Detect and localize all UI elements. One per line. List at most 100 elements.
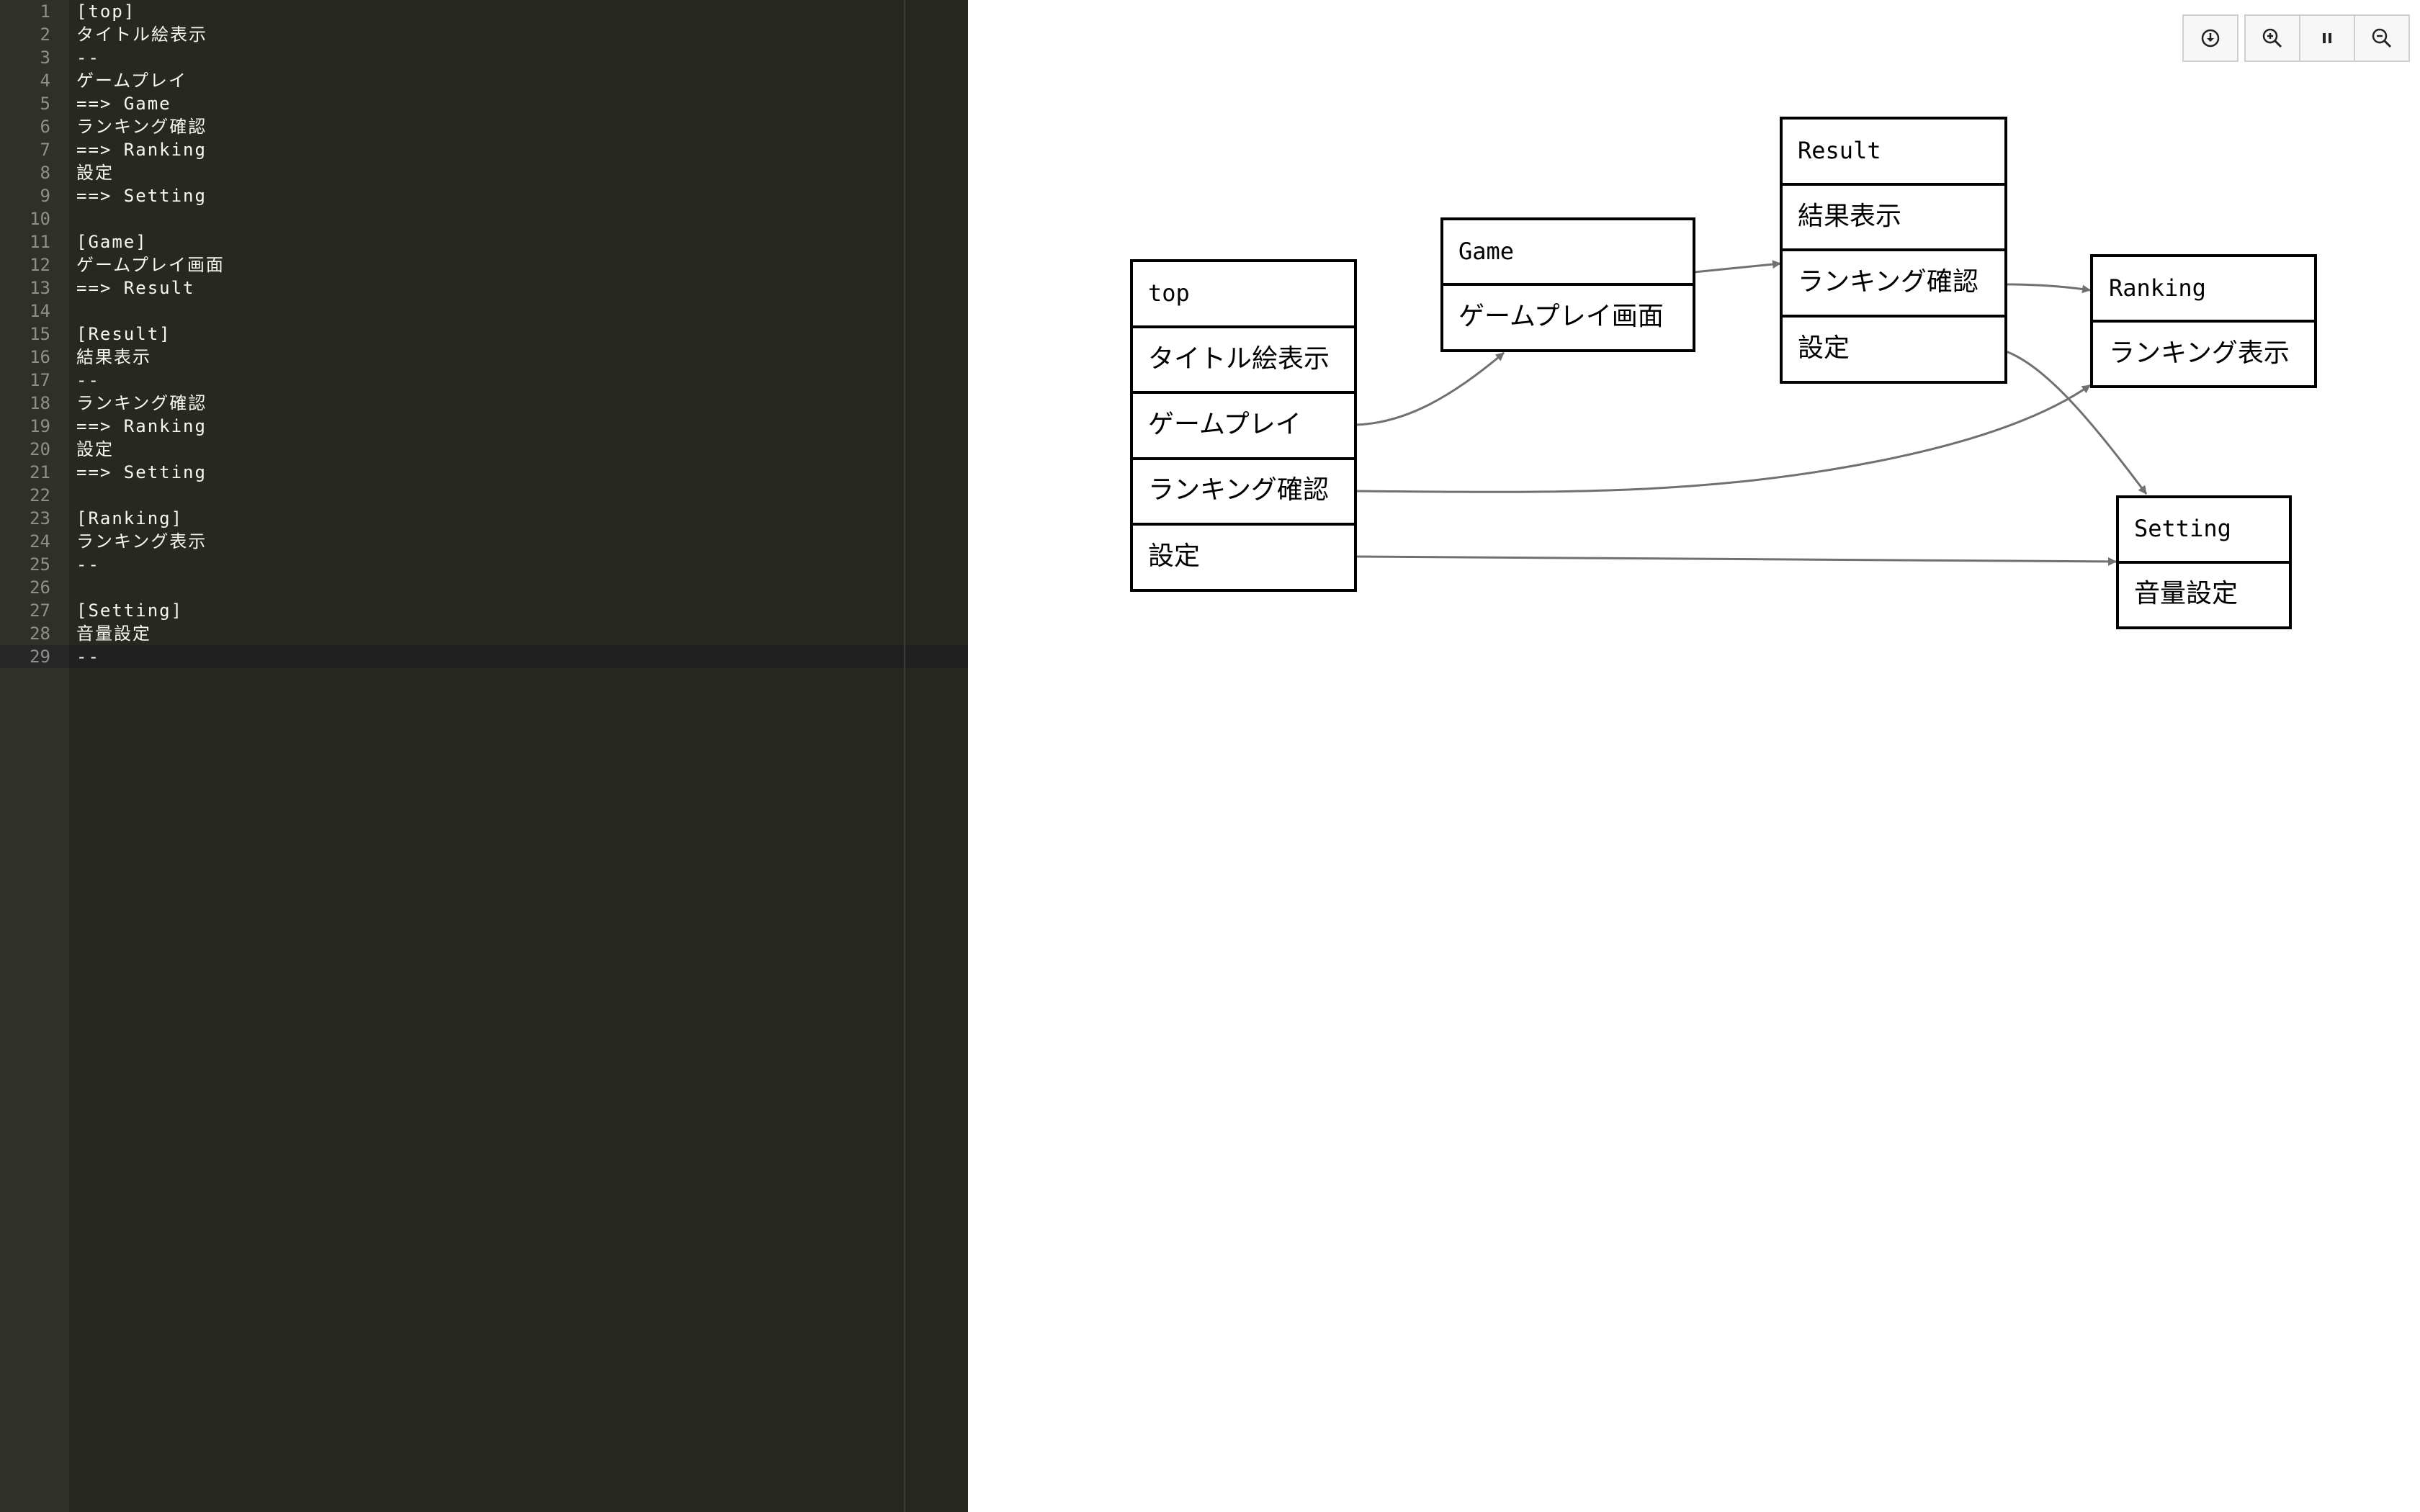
code-line[interactable]: 14 <box>0 300 968 323</box>
code-line[interactable]: 26 <box>0 576 968 599</box>
line-number: 8 <box>40 163 50 183</box>
code-line-text[interactable]: ==> Ranking <box>76 140 207 160</box>
code-line[interactable]: 18 ランキング確認 <box>0 392 968 415</box>
node-top-row: ゲームプレイ <box>1148 410 1301 439</box>
code-line-text[interactable]: 結果表示 <box>76 347 151 367</box>
code-line[interactable]: 16 結果表示 <box>0 346 968 369</box>
print-margin <box>904 0 905 1512</box>
zoom-out-button[interactable] <box>2354 14 2410 62</box>
code-line-text[interactable]: [top] <box>76 1 136 22</box>
node-result[interactable]: Result 結果表示 ランキング確認 設定 <box>1780 117 2007 384</box>
code-line[interactable]: 3-- <box>0 46 968 69</box>
download-button[interactable] <box>2182 14 2238 62</box>
edge-game-to-result <box>1693 260 1781 274</box>
code-line-text[interactable]: ==> Setting <box>76 186 207 206</box>
code-line-text[interactable]: [Ranking] <box>76 508 184 528</box>
code-line[interactable]: 1[top] <box>0 0 968 23</box>
line-number: 20 <box>30 439 50 459</box>
code-line-text[interactable]: ゲームプレイ <box>76 71 187 91</box>
edge-top-gameplay-to-game <box>1355 351 1505 426</box>
code-line[interactable]: 10 <box>0 207 968 230</box>
line-number: 7 <box>40 140 50 160</box>
edge-result-setting-to-setting <box>2005 350 2148 495</box>
node-game[interactable]: Game ゲームプレイ画面 <box>1440 217 1695 352</box>
active-line-gutter <box>0 645 69 668</box>
line-number: 27 <box>30 600 50 621</box>
node-ranking[interactable]: Ranking ランキング表示 <box>2090 254 2317 388</box>
edge-top-ranking-to-ranking <box>1355 384 2091 493</box>
node-top-row: 設定 <box>1148 541 1200 571</box>
line-number: 17 <box>30 370 50 390</box>
diagram-edges <box>1355 260 2148 566</box>
code-line-text[interactable]: -- <box>76 48 100 68</box>
code-line-text[interactable]: -- <box>76 554 100 575</box>
code-line[interactable]: 27 [Setting] <box>0 599 968 622</box>
node-ranking-title: Ranking <box>2109 274 2206 302</box>
line-number: 25 <box>30 554 50 575</box>
code-line[interactable]: 23 [Ranking] <box>0 507 968 530</box>
line-number: 4 <box>40 71 50 91</box>
line-number: 9 <box>40 186 50 206</box>
code-line-text[interactable]: ==> Result <box>76 278 195 298</box>
code-line-text[interactable]: ==> Ranking <box>76 416 207 436</box>
code-line-text[interactable]: ==> Game <box>76 94 171 114</box>
code-line-text[interactable]: -- <box>76 370 100 390</box>
code-line[interactable]: 19 ==> Ranking <box>0 415 968 438</box>
node-setting-row: 音量設定 <box>2134 579 2238 608</box>
node-result-title: Result <box>1798 137 1881 164</box>
code-line-text[interactable]: [Setting] <box>76 600 184 621</box>
node-ranking-row: ランキング表示 <box>2109 338 2290 368</box>
code-line-text[interactable]: 設定 <box>76 163 114 183</box>
code-line-text[interactable]: -- <box>76 647 100 667</box>
code-line[interactable]: 5 ==> Game <box>0 92 968 115</box>
line-number: 16 <box>30 347 50 367</box>
code-line[interactable]: 11[Game] <box>0 230 968 253</box>
code-line[interactable]: 17 -- <box>0 369 968 392</box>
line-number: 15 <box>30 324 50 344</box>
code-line-text[interactable]: タイトル絵表示 <box>76 24 207 45</box>
line-number: 2 <box>40 24 50 45</box>
code-line[interactable]: 9 ==> Setting <box>0 184 968 207</box>
code-line-text[interactable]: 音量設定 <box>76 624 151 644</box>
code-line[interactable]: 29-- <box>0 645 968 668</box>
code-line[interactable]: 2 タイトル絵表示 <box>0 23 968 46</box>
zoom-out-icon <box>2371 27 2393 49</box>
pause-button[interactable] <box>2299 14 2355 62</box>
code-line-text[interactable]: ランキング表示 <box>76 531 207 552</box>
code-line[interactable]: 8 設定 <box>0 161 968 184</box>
code-line[interactable]: 7 ==> Ranking <box>0 138 968 161</box>
code-line-text[interactable]: ==> Setting <box>76 462 207 482</box>
node-game-title: Game <box>1458 238 1514 265</box>
code-line[interactable]: 13==> Result <box>0 276 968 300</box>
line-number: 23 <box>30 508 50 528</box>
code-line-text[interactable]: ランキング確認 <box>76 117 207 137</box>
node-result-row: ランキング確認 <box>1798 267 1978 297</box>
line-number: 5 <box>40 94 50 114</box>
code-line-text[interactable]: ゲームプレイ画面 <box>76 255 225 275</box>
node-setting[interactable]: Setting 音量設定 <box>2116 495 2292 629</box>
code-line-text[interactable]: 設定 <box>76 439 114 459</box>
code-line-text[interactable]: [Game] <box>76 232 148 252</box>
code-line-text[interactable]: ランキング確認 <box>76 393 207 413</box>
code-line[interactable]: 20 設定 <box>0 438 968 461</box>
node-result-row: 結果表示 <box>1798 202 1901 231</box>
code-line[interactable]: 22 <box>0 484 968 507</box>
node-top[interactable]: top タイトル絵表示 ゲームプレイ ランキング確認 設定 <box>1130 259 1357 592</box>
code-line[interactable]: 25 -- <box>0 553 968 576</box>
code-line[interactable]: 15 [Result] <box>0 323 968 346</box>
code-line[interactable]: 21==> Setting <box>0 461 968 484</box>
node-setting-title: Setting <box>2134 515 2231 542</box>
code-line[interactable]: 4 ゲームプレイ <box>0 69 968 92</box>
code-line-text[interactable]: [Result] <box>76 324 171 344</box>
line-number: 18 <box>30 393 50 413</box>
line-number: 14 <box>30 301 50 321</box>
zoom-in-button[interactable] <box>2244 14 2300 62</box>
line-number: 19 <box>30 416 50 436</box>
line-number-gutter <box>0 0 69 1512</box>
